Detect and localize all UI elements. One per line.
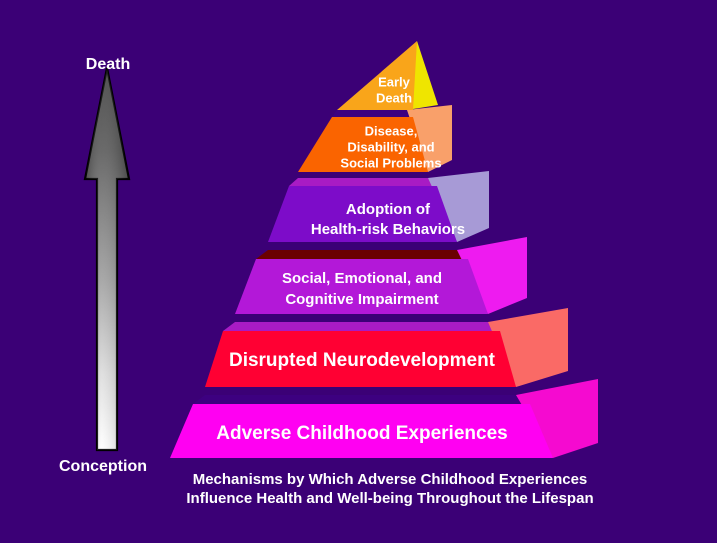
death-label: Death bbox=[86, 56, 130, 73]
tier-label: Disease, bbox=[365, 123, 418, 138]
tier-label: Social, Emotional, and bbox=[282, 270, 442, 287]
tier-label: Disability, and bbox=[347, 139, 434, 154]
lifespan-arrow bbox=[83, 67, 131, 452]
tier-label: Social Problems bbox=[340, 155, 441, 170]
tier-front-face bbox=[205, 331, 516, 387]
tier-divider bbox=[332, 110, 413, 117]
tier-front-face bbox=[235, 259, 488, 314]
tier-label: Adverse Childhood Experiences bbox=[216, 423, 507, 444]
tier-divider bbox=[223, 322, 500, 331]
tier-label: Health-risk Behaviors bbox=[311, 221, 465, 238]
tier-divider bbox=[289, 178, 437, 186]
tier-label: Cognitive Impairment bbox=[285, 291, 438, 308]
caption-line-1: Mechanisms by Which Adverse Childhood Ex… bbox=[193, 471, 588, 488]
caption-line-2: Influence Health and Well-being Througho… bbox=[186, 490, 593, 507]
tier-health-risk-behaviors[interactable]: Adoption of Health-risk Behaviors bbox=[268, 171, 489, 242]
tier-side-face bbox=[407, 105, 452, 172]
tier-label: Death bbox=[376, 90, 412, 105]
tier-label: Disrupted Neurodevelopment bbox=[229, 350, 496, 371]
tier-early-death[interactable]: Early Death bbox=[337, 41, 438, 110]
conception-label: Conception bbox=[59, 458, 147, 475]
tier-side-face bbox=[428, 171, 489, 242]
tier-front-face bbox=[298, 117, 428, 172]
tier-front-face bbox=[170, 404, 553, 458]
tier-label: Early bbox=[378, 74, 411, 89]
tier-divider bbox=[256, 250, 468, 259]
tier-disease-disability[interactable]: Disease, Disability, and Social Problems bbox=[298, 105, 452, 172]
tier-social-emotional-cognitive[interactable]: Social, Emotional, and Cognitive Impairm… bbox=[235, 237, 527, 314]
tier-adverse-childhood-experiences[interactable]: Adverse Childhood Experiences bbox=[170, 379, 598, 458]
tier-side-face bbox=[457, 237, 527, 314]
tier-side-face bbox=[516, 379, 598, 458]
tier-divider bbox=[193, 395, 530, 404]
tier-label: Adoption of bbox=[346, 201, 431, 218]
tier-front-face bbox=[268, 186, 457, 242]
tier-front-face bbox=[337, 41, 417, 110]
tier-disrupted-neurodevelopment[interactable]: Disrupted Neurodevelopment bbox=[205, 308, 568, 387]
